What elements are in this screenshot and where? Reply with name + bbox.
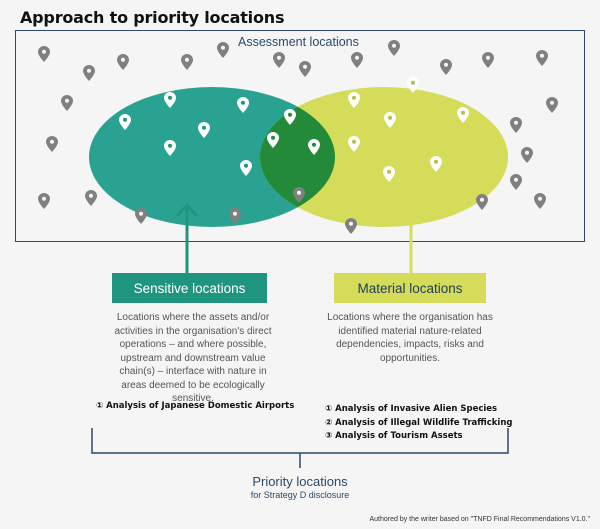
location-pin-icon (46, 136, 58, 152)
location-pin-icon (85, 190, 97, 206)
location-pin-icon (440, 59, 452, 75)
assessment-frame (15, 30, 585, 242)
location-pin-icon (61, 95, 73, 111)
location-pin-icon (267, 132, 279, 148)
analysis-item: ② Analysis of Illegal Wildlife Trafficki… (325, 417, 513, 428)
location-pin-icon (135, 208, 147, 224)
sensitive-arrow (175, 202, 199, 273)
sensitive-description: Locations where the assets and/or activi… (114, 312, 272, 404)
material-arrow (399, 202, 423, 273)
location-pin-icon (430, 156, 442, 172)
location-pin-icon (308, 139, 320, 155)
material-analyses: ① Analysis of Invasive Alien Species ② A… (325, 403, 512, 444)
location-pin-icon (217, 42, 229, 58)
location-pin-icon (83, 65, 95, 81)
location-pin-icon (273, 52, 285, 68)
analysis-item: ① Analysis of Japanese Domestic Airports (96, 401, 295, 411)
location-pin-icon (164, 92, 176, 108)
priority-label: Priority locations (252, 474, 348, 489)
location-pin-icon (351, 52, 363, 68)
location-pin-icon (510, 174, 522, 190)
location-pin-icon (383, 166, 395, 182)
analysis-item: ① Analysis of Invasive Alien Species (325, 404, 498, 414)
location-pin-icon (388, 40, 400, 56)
location-pin-icon (546, 97, 558, 113)
priority-sublabel: for Strategy D disclosure (250, 490, 350, 500)
location-pin-icon (164, 140, 176, 156)
location-pin-icon (38, 46, 50, 62)
location-pin-icon (536, 50, 548, 66)
sensitive-locations-box: Sensitive locations (112, 273, 267, 303)
location-pin-icon (119, 114, 131, 130)
sensitive-ellipse (89, 87, 335, 227)
assessment-locations-label: Assessment locations (238, 35, 359, 49)
source-credit: Authored by the writer based on "TNFD Fi… (369, 516, 590, 523)
location-pin-icon (348, 136, 360, 152)
location-pin-icon (384, 112, 396, 128)
location-pin-icon (510, 117, 522, 133)
location-pin-icon (117, 54, 129, 70)
location-pin-icon (299, 61, 311, 77)
material-locations-box: Material locations (334, 273, 486, 303)
sensitive-analyses: ① Analysis of Japanese Domestic Airports (96, 400, 294, 414)
location-pin-icon (181, 54, 193, 70)
analysis-item: ③ Analysis of Tourism Assets (325, 431, 463, 441)
location-pin-icon (229, 208, 241, 224)
location-pin-icon (534, 193, 546, 209)
location-pin-icon (348, 92, 360, 108)
priority-bracket (91, 428, 509, 468)
location-pin-icon (476, 194, 488, 210)
location-pin-icon (482, 52, 494, 68)
location-pin-icon (284, 109, 296, 125)
location-pin-icon (407, 77, 419, 93)
location-pin-icon (237, 97, 249, 113)
location-pin-icon (38, 193, 50, 209)
location-pin-icon (345, 218, 357, 234)
location-pin-icon (293, 187, 305, 203)
location-pin-icon (198, 122, 210, 138)
location-pin-icon (457, 107, 469, 123)
location-pin-icon (240, 160, 252, 176)
diagram-title: Approach to priority locations (20, 8, 285, 27)
material-description: Locations where the organisation has ide… (327, 312, 493, 364)
priority-locations: Priority locations for Strategy D disclo… (200, 474, 400, 500)
location-pin-icon (521, 147, 533, 163)
material-ellipse (260, 87, 508, 227)
